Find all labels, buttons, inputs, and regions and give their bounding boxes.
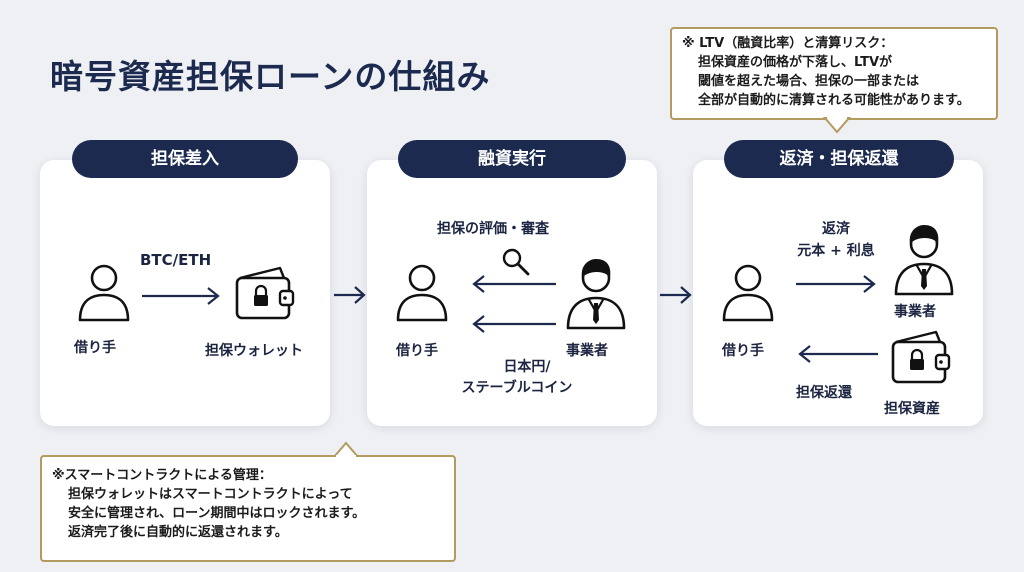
collateral-asset-label: 担保資産: [884, 401, 940, 417]
wallet-lock-icon: [235, 266, 295, 320]
borrower-label: 借り手: [396, 343, 438, 359]
step-card-loan: [367, 160, 657, 426]
lender-label: 事業者: [894, 304, 936, 320]
arrow-left-icon: [798, 345, 878, 363]
collateral-wallet-label: 担保ウォレット: [205, 343, 303, 359]
arrow-left-icon: [472, 275, 556, 293]
repayment-line: 元本 + 利息: [797, 243, 875, 259]
note-pointer: [822, 116, 852, 134]
borrower-icon: [78, 264, 130, 322]
borrower-label: 借り手: [722, 343, 764, 359]
step-header-collateral: 担保差入: [72, 140, 298, 178]
review-label: 担保の評価・審査: [437, 221, 549, 237]
arrow-right-icon: [796, 275, 876, 293]
collateral-return-label: 担保返還: [796, 385, 852, 401]
arrow-right-icon: [142, 287, 220, 305]
step-header-loan: 融資実行: [398, 140, 626, 178]
borrower-icon: [722, 264, 774, 322]
repayment-line: 返済: [822, 221, 850, 237]
loan-currency-label: 日本円/ ステーブルコイン: [432, 357, 602, 399]
business-person-icon: [894, 225, 954, 296]
repayment-label: 返済 元本 + 利息: [786, 218, 886, 262]
step-header-repayment: 返済・担保返還: [724, 140, 954, 178]
note-line: 安全に管理され、ローン期間中はロックされます。: [68, 506, 366, 521]
note-line: ※スマートコントラクトによる管理：: [52, 468, 272, 483]
step-arrow-icon: [334, 286, 366, 304]
note-line: 担保資産の価格が下落し、LTVが: [698, 55, 893, 70]
ltv-risk-note: ※ LTV（融資比率）と清算リスク： 担保資産の価格が下落し、LTVが 閾値を超…: [670, 27, 998, 120]
note-pointer-cover: [336, 455, 356, 458]
note-line: 返済完了後に自動的に返還されます。: [68, 525, 288, 540]
borrower-icon: [396, 264, 448, 322]
page-title: 暗号資産担保ローンの仕組み: [50, 57, 491, 96]
wallet-lock-icon: [891, 330, 951, 384]
step-arrow-icon: [660, 286, 692, 304]
loan-currency-line: 日本円/: [503, 359, 551, 375]
note-line: 閾値を超えた場合、担保の一部または: [698, 74, 920, 89]
smart-contract-note: ※スマートコントラクトによる管理： 担保ウォレットはスマートコントラクトによって…: [40, 455, 456, 562]
note-line: 全部が自動的に清算される可能性があります。: [698, 93, 970, 108]
note-line: 担保ウォレットはスマートコントラクトによって: [68, 487, 353, 502]
transfer-asset-label: BTC/ETH: [140, 251, 212, 269]
magnifier-icon: [502, 248, 530, 276]
note-line: ※ LTV（融資比率）と清算リスク：: [682, 36, 894, 51]
borrower-label: 借り手: [74, 340, 116, 356]
lender-label: 事業者: [566, 343, 608, 359]
business-person-icon: [566, 259, 626, 330]
loan-currency-line: ステーブルコイン: [461, 380, 573, 396]
arrow-left-icon: [472, 315, 556, 333]
